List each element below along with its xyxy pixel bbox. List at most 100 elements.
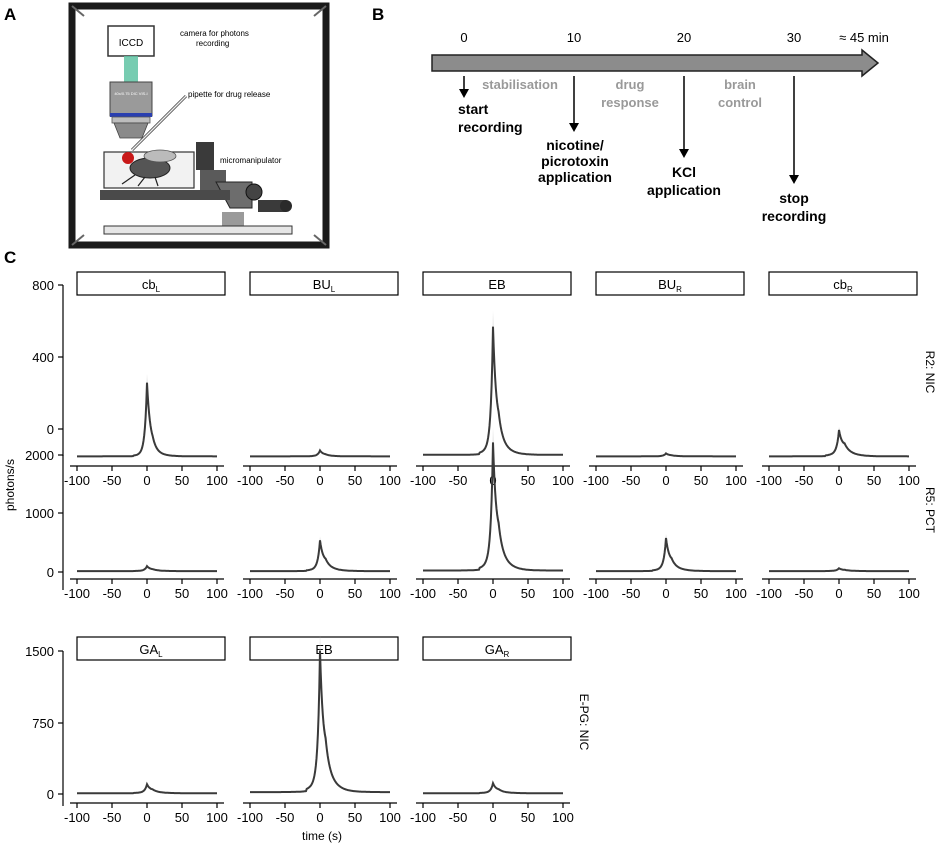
x-tick-label: -50 <box>449 810 468 825</box>
header-gal-sub: L <box>158 650 163 659</box>
svg-text:BUL: BUL <box>313 277 336 294</box>
x-tick-label: -50 <box>276 810 295 825</box>
x-tick-label: -50 <box>449 586 468 601</box>
event-start-1: start <box>458 101 489 117</box>
header-gar-main: GA <box>485 642 504 657</box>
x-tick-label: 0 <box>489 810 496 825</box>
mean-trace <box>769 429 909 458</box>
header-eb-row3: EB <box>249 636 399 661</box>
x-tick-label: 0 <box>489 586 496 601</box>
x-tick-label: 0 <box>316 473 323 488</box>
svg-text:cbR: cbR <box>833 277 853 294</box>
x-tick-label: 100 <box>725 473 747 488</box>
tick-10: 10 <box>567 30 581 45</box>
x-tick-label: -50 <box>103 810 122 825</box>
event-drug-3: application <box>538 169 612 185</box>
header-row-1: cbL BUL EB BUR cbR <box>76 271 918 296</box>
trace-panel-r5pct-eb: -100 -50 0 50 100 <box>410 426 574 601</box>
panel-c-letter: C <box>4 248 16 267</box>
objective-text: 40x/0.75 DIC VIS-I <box>114 91 147 96</box>
header-bur-sub: R <box>676 285 682 294</box>
x-tick-label: 100 <box>206 473 228 488</box>
x-tick-label: 100 <box>206 586 228 601</box>
mean-trace <box>423 442 563 572</box>
timeline: 0 10 20 30 ≈ 45 min stabilisation drug r… <box>431 30 889 224</box>
header-gal: GAL <box>76 636 226 661</box>
micromanipulator-label: micromanipulator <box>220 156 282 165</box>
svg-text:GAL: GAL <box>139 642 163 659</box>
x-tick-label: -50 <box>449 473 468 488</box>
mean-trace <box>596 452 736 458</box>
x-tick-label: -100 <box>64 586 90 601</box>
x-tick-label: -100 <box>410 473 436 488</box>
tick-0: 0 <box>460 30 467 45</box>
x-tick-label: 0 <box>316 810 323 825</box>
x-tick-label: -100 <box>410 586 436 601</box>
x-tick-label: 100 <box>898 473 920 488</box>
x-tick-label: 100 <box>898 586 920 601</box>
mean-trace <box>77 781 217 795</box>
x-tick-label: 50 <box>521 586 535 601</box>
ytick-r1-mid: 400 <box>32 350 54 365</box>
ytick-r2-top: 2000 <box>25 448 54 463</box>
x-tick-label: 50 <box>867 586 881 601</box>
header-cbr-main: cb <box>833 277 847 292</box>
panel-a-letter: A <box>4 5 16 24</box>
x-tick-label: 50 <box>175 810 189 825</box>
x-tick-label: 0 <box>662 586 669 601</box>
x-tick-label: 100 <box>552 586 574 601</box>
trace-panel-r5pct-bur: -100 -50 0 50 100 <box>583 533 747 601</box>
iccd-label: ICCD <box>119 38 143 49</box>
event-stop-1: stop <box>779 190 809 206</box>
x-tick-label: 50 <box>175 473 189 488</box>
event-drug-1: nicotine/ <box>546 137 604 153</box>
row-label-epg: E-PG: NIC <box>577 694 591 751</box>
panel-b-letter: B <box>372 5 384 24</box>
x-tick-label: -100 <box>583 586 609 601</box>
x-tick-label: 100 <box>725 586 747 601</box>
event-drug-2: picrotoxin <box>541 153 609 169</box>
phase-brain-2: control <box>718 95 762 110</box>
x-tick-label: 100 <box>379 473 401 488</box>
mean-trace <box>769 567 909 573</box>
mean-trace <box>423 780 563 795</box>
y-axis-label: photons/s <box>3 459 17 511</box>
mean-trace <box>250 540 390 573</box>
x-tick-label: 50 <box>694 586 708 601</box>
y-axis-row-2 <box>58 454 64 590</box>
x-tick-label: -100 <box>64 473 90 488</box>
header-bul: BUL <box>249 271 399 296</box>
ytick-r2-mid: 1000 <box>25 506 54 521</box>
mean-trace <box>596 537 736 573</box>
header-bul-sub: L <box>331 285 336 294</box>
x-tick-label: -100 <box>237 586 263 601</box>
x-tick-label: -100 <box>237 473 263 488</box>
x-tick-label: -100 <box>237 810 263 825</box>
x-tick-label: -50 <box>276 586 295 601</box>
mean-trace <box>250 448 390 458</box>
mean-trace <box>423 326 563 456</box>
header-gar: GAR <box>422 636 572 661</box>
x-tick-label: -50 <box>622 586 641 601</box>
header-cbl: cbL <box>76 271 226 296</box>
y-axis-row-1 <box>58 284 64 456</box>
x-axis-label: time (s) <box>302 829 342 843</box>
x-tick-label: 0 <box>662 473 669 488</box>
x-tick-label: 0 <box>143 473 150 488</box>
row-label-r5: R5: PCT <box>923 487 937 534</box>
svg-text:cbL: cbL <box>142 277 161 294</box>
x-tick-label: -50 <box>276 473 295 488</box>
event-kcl-2: application <box>647 182 721 198</box>
x-tick-label: 0 <box>835 586 842 601</box>
tick-30: 30 <box>787 30 801 45</box>
x-tick-label: -100 <box>583 473 609 488</box>
event-kcl-1: KCl <box>672 164 696 180</box>
y-axis-row-3 <box>58 650 64 806</box>
